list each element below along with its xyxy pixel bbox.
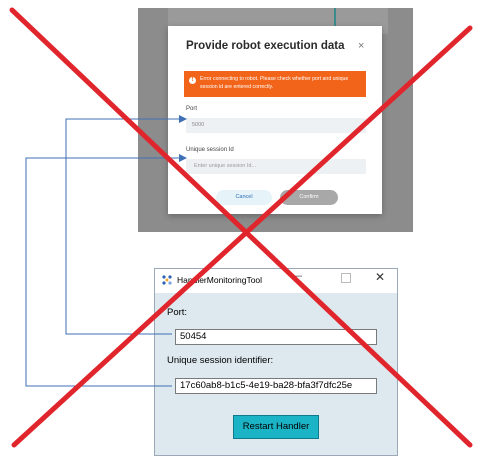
close-window-icon[interactable]: ✕	[375, 270, 386, 284]
port-input[interactable]: 50454	[175, 329, 377, 345]
maximize-icon[interactable]	[341, 273, 351, 283]
window-title: HandlerMonitoringTool	[177, 275, 263, 285]
error-banner: ! Error connecting to robot. Please chec…	[184, 71, 366, 97]
session-identifier-label: Unique session identifier:	[167, 355, 274, 366]
dialog-title: Provide robot execution data	[186, 40, 345, 52]
port-label: Port	[186, 106, 198, 112]
port-label: Port:	[167, 307, 188, 318]
window-body: Port: 50454 Unique session identifier: 1…	[155, 293, 397, 455]
port-input[interactable]: 5000	[186, 118, 366, 133]
cancel-button[interactable]: Cancel	[216, 190, 272, 205]
restart-handler-button[interactable]: Restart Handler	[233, 415, 319, 439]
window-titlebar: HandlerMonitoringTool — ✕	[155, 269, 397, 293]
session-identifier-input[interactable]: 17c60ab8-b1c5-4e19-ba28-bfa3f7dfc25e	[175, 378, 377, 394]
app-icon	[162, 275, 172, 285]
close-icon[interactable]: ×	[358, 40, 365, 52]
session-id-input[interactable]: Enter unique session Id...	[186, 159, 366, 174]
handler-monitoring-window: HandlerMonitoringTool — ✕ Port: 50454 Un…	[154, 268, 398, 456]
confirm-button[interactable]: Confirm	[280, 190, 338, 205]
robot-execution-dialog: Provide robot execution data × ! Error c…	[168, 26, 382, 214]
session-id-label: Unique session Id	[186, 147, 234, 153]
minimize-icon[interactable]: —	[291, 270, 302, 282]
error-message: Error connecting to robot. Please check …	[200, 76, 349, 90]
web-dialog-screenshot: Provide robot execution data × ! Error c…	[138, 8, 413, 232]
error-icon: !	[189, 77, 196, 84]
